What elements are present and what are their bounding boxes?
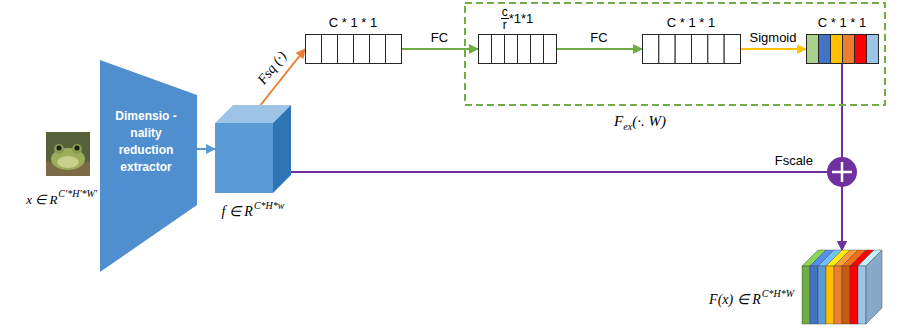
expanded-vector: C * 1 * 1: [642, 34, 740, 64]
connector-arrow: [556, 48, 642, 50]
connector-arrow: [197, 148, 215, 150]
fraction-part: c: [501, 6, 509, 19]
frog-photo: [46, 132, 90, 176]
weight-vector: C * 1 * 1: [806, 34, 878, 64]
vector-cell: [692, 35, 708, 64]
label-text: (·. W): [632, 113, 666, 129]
edge-label: FC: [429, 30, 450, 46]
edge-label: FC: [588, 30, 609, 46]
fraction-part: r: [501, 19, 509, 31]
vector-size-label: cr*1*1: [501, 6, 534, 31]
extractor-trapezoid: Dimensio -nality reduction extractor: [100, 60, 197, 272]
vector-cell: [505, 35, 518, 64]
vector-cell: [708, 35, 724, 64]
vector-cell: [518, 35, 531, 64]
vector-cell: [807, 35, 819, 64]
feature-cube-shape: [215, 105, 291, 193]
vector-cell: [354, 35, 370, 64]
channel-vector: [305, 34, 401, 64]
feature-cube: f ∈ RC*H*w: [215, 105, 291, 193]
vector-cell: [479, 35, 492, 64]
label-text: F(x) ∈ R: [709, 292, 761, 307]
label-text: *1*1: [509, 11, 534, 26]
vector-size-label: C * 1 * 1: [329, 15, 377, 31]
vector-size-label: C * 1 * 1: [818, 15, 866, 31]
excitation-group: cr*1*1C * 1 * 1C * 1 * 1Fex(·. W): [464, 2, 886, 106]
channel-vector: [806, 34, 878, 64]
label-index: C*H*W: [762, 288, 794, 299]
input-label: x ∈ RC'*H'*W': [26, 188, 97, 208]
vector-cell: [386, 35, 402, 64]
label-index: ex: [623, 121, 632, 132]
squeeze-vector: C * 1 * 1: [305, 34, 401, 64]
vector-cell: [370, 35, 386, 64]
vector-cell: [855, 35, 867, 64]
label-text: F: [614, 113, 623, 129]
channel-vector: [642, 34, 740, 64]
vector-cell: [492, 35, 505, 64]
connector-arrow: [291, 172, 842, 250]
label-text: x ∈ R: [26, 192, 57, 207]
channel-vector: [478, 34, 556, 64]
vector-cell: [843, 35, 855, 64]
vector-cell: [338, 35, 354, 64]
label-text: C * 1 * 1: [818, 15, 866, 30]
vector-cell: [531, 35, 544, 64]
edge-label: Fsq (·): [253, 47, 292, 90]
vector-cell: [831, 35, 843, 64]
fraction: cr: [501, 6, 509, 31]
excitation-label: Fex(·. W): [614, 112, 666, 133]
label-text: Dimensio -nality reduction extractor: [115, 109, 176, 174]
extractor-label: Dimensio -nality reduction extractor: [109, 108, 183, 176]
edge-label: Sigmoid: [748, 30, 799, 46]
sum-circle: [827, 157, 857, 187]
edge-label: Fscale: [773, 153, 815, 169]
label-text: C * 1 * 1: [329, 15, 377, 30]
vector-cell: [867, 35, 879, 64]
plus-bar: [841, 162, 844, 182]
connector-arrow: [740, 48, 806, 50]
vector-cell: [819, 35, 831, 64]
label-text: f ∈ R: [221, 204, 252, 219]
label-index: C'*H'*W': [58, 188, 97, 199]
vector-cell: [544, 35, 557, 64]
label-text: C * 1 * 1: [667, 15, 715, 30]
vector-cell: [675, 35, 691, 64]
input-image: x ∈ RC'*H'*W': [46, 132, 90, 176]
vector-cell: [659, 35, 675, 64]
output-stack: F(x) ∈ RC*H*W: [802, 250, 882, 324]
vector-size-label: C * 1 * 1: [667, 15, 715, 31]
feature-label: f ∈ RC*H*w: [221, 200, 284, 221]
connector-arrow: [401, 48, 478, 50]
label-index: C*H*w: [254, 200, 285, 211]
vector-cell: [306, 35, 322, 64]
reduced-vector: cr*1*1: [478, 34, 556, 64]
vector-cell: [322, 35, 338, 64]
vector-cell: [724, 35, 740, 64]
output-label: F(x) ∈ RC*H*W: [709, 288, 794, 309]
output-slices: [802, 250, 882, 324]
vector-cell: [643, 35, 659, 64]
